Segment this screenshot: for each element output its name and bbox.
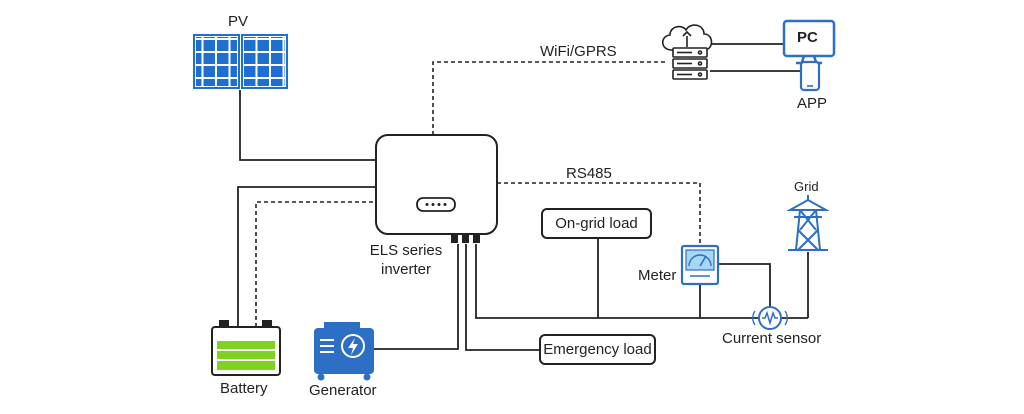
app-label: APP (797, 95, 828, 112)
generator-line (374, 244, 459, 350)
pc-label: PC (797, 29, 818, 46)
pv-line (239, 90, 376, 161)
battery-power-line (237, 186, 376, 327)
inverter-icon (375, 134, 498, 243)
current-sensor-icon (752, 306, 788, 330)
generator-icon (314, 322, 374, 381)
battery-comm-dashed-line (255, 201, 376, 327)
battery-label: Battery (220, 380, 268, 397)
inverter-label-line2: inverter (380, 261, 432, 278)
rs485-label: RS485 (566, 165, 612, 182)
rs485-dashed-line (497, 182, 701, 246)
grid-label: Grid (794, 179, 819, 194)
generator-label: Generator (309, 382, 377, 399)
emergency-load-line (465, 244, 540, 351)
on-grid-load-box: On-grid load (541, 208, 652, 239)
pv-label: PV (228, 13, 249, 30)
meter-icon (680, 244, 720, 286)
meter-label: Meter (638, 267, 677, 284)
pv-panel-icon (193, 34, 288, 89)
battery-icon (211, 320, 281, 376)
inverter-label-line1: ELS series (369, 242, 443, 259)
wifi-dashed-line (432, 61, 668, 135)
grid-path-line (475, 244, 758, 319)
emergency-load-box: Emergency load (539, 334, 656, 365)
wifi-label: WiFi/GPRS (540, 43, 617, 60)
cloud-server-icon (661, 24, 713, 80)
connection-lines (237, 43, 809, 351)
emergency-load-label: Emergency load (543, 341, 652, 358)
inverter-label: ELS series inverter (366, 241, 446, 279)
communication-lines (255, 61, 701, 327)
meter-sensor-line (718, 263, 771, 306)
on-grid-load-label: On-grid load (555, 215, 638, 232)
phone-icon (799, 60, 821, 92)
grid-tower-icon (786, 195, 830, 251)
current-sensor-label: Current sensor (722, 330, 822, 347)
